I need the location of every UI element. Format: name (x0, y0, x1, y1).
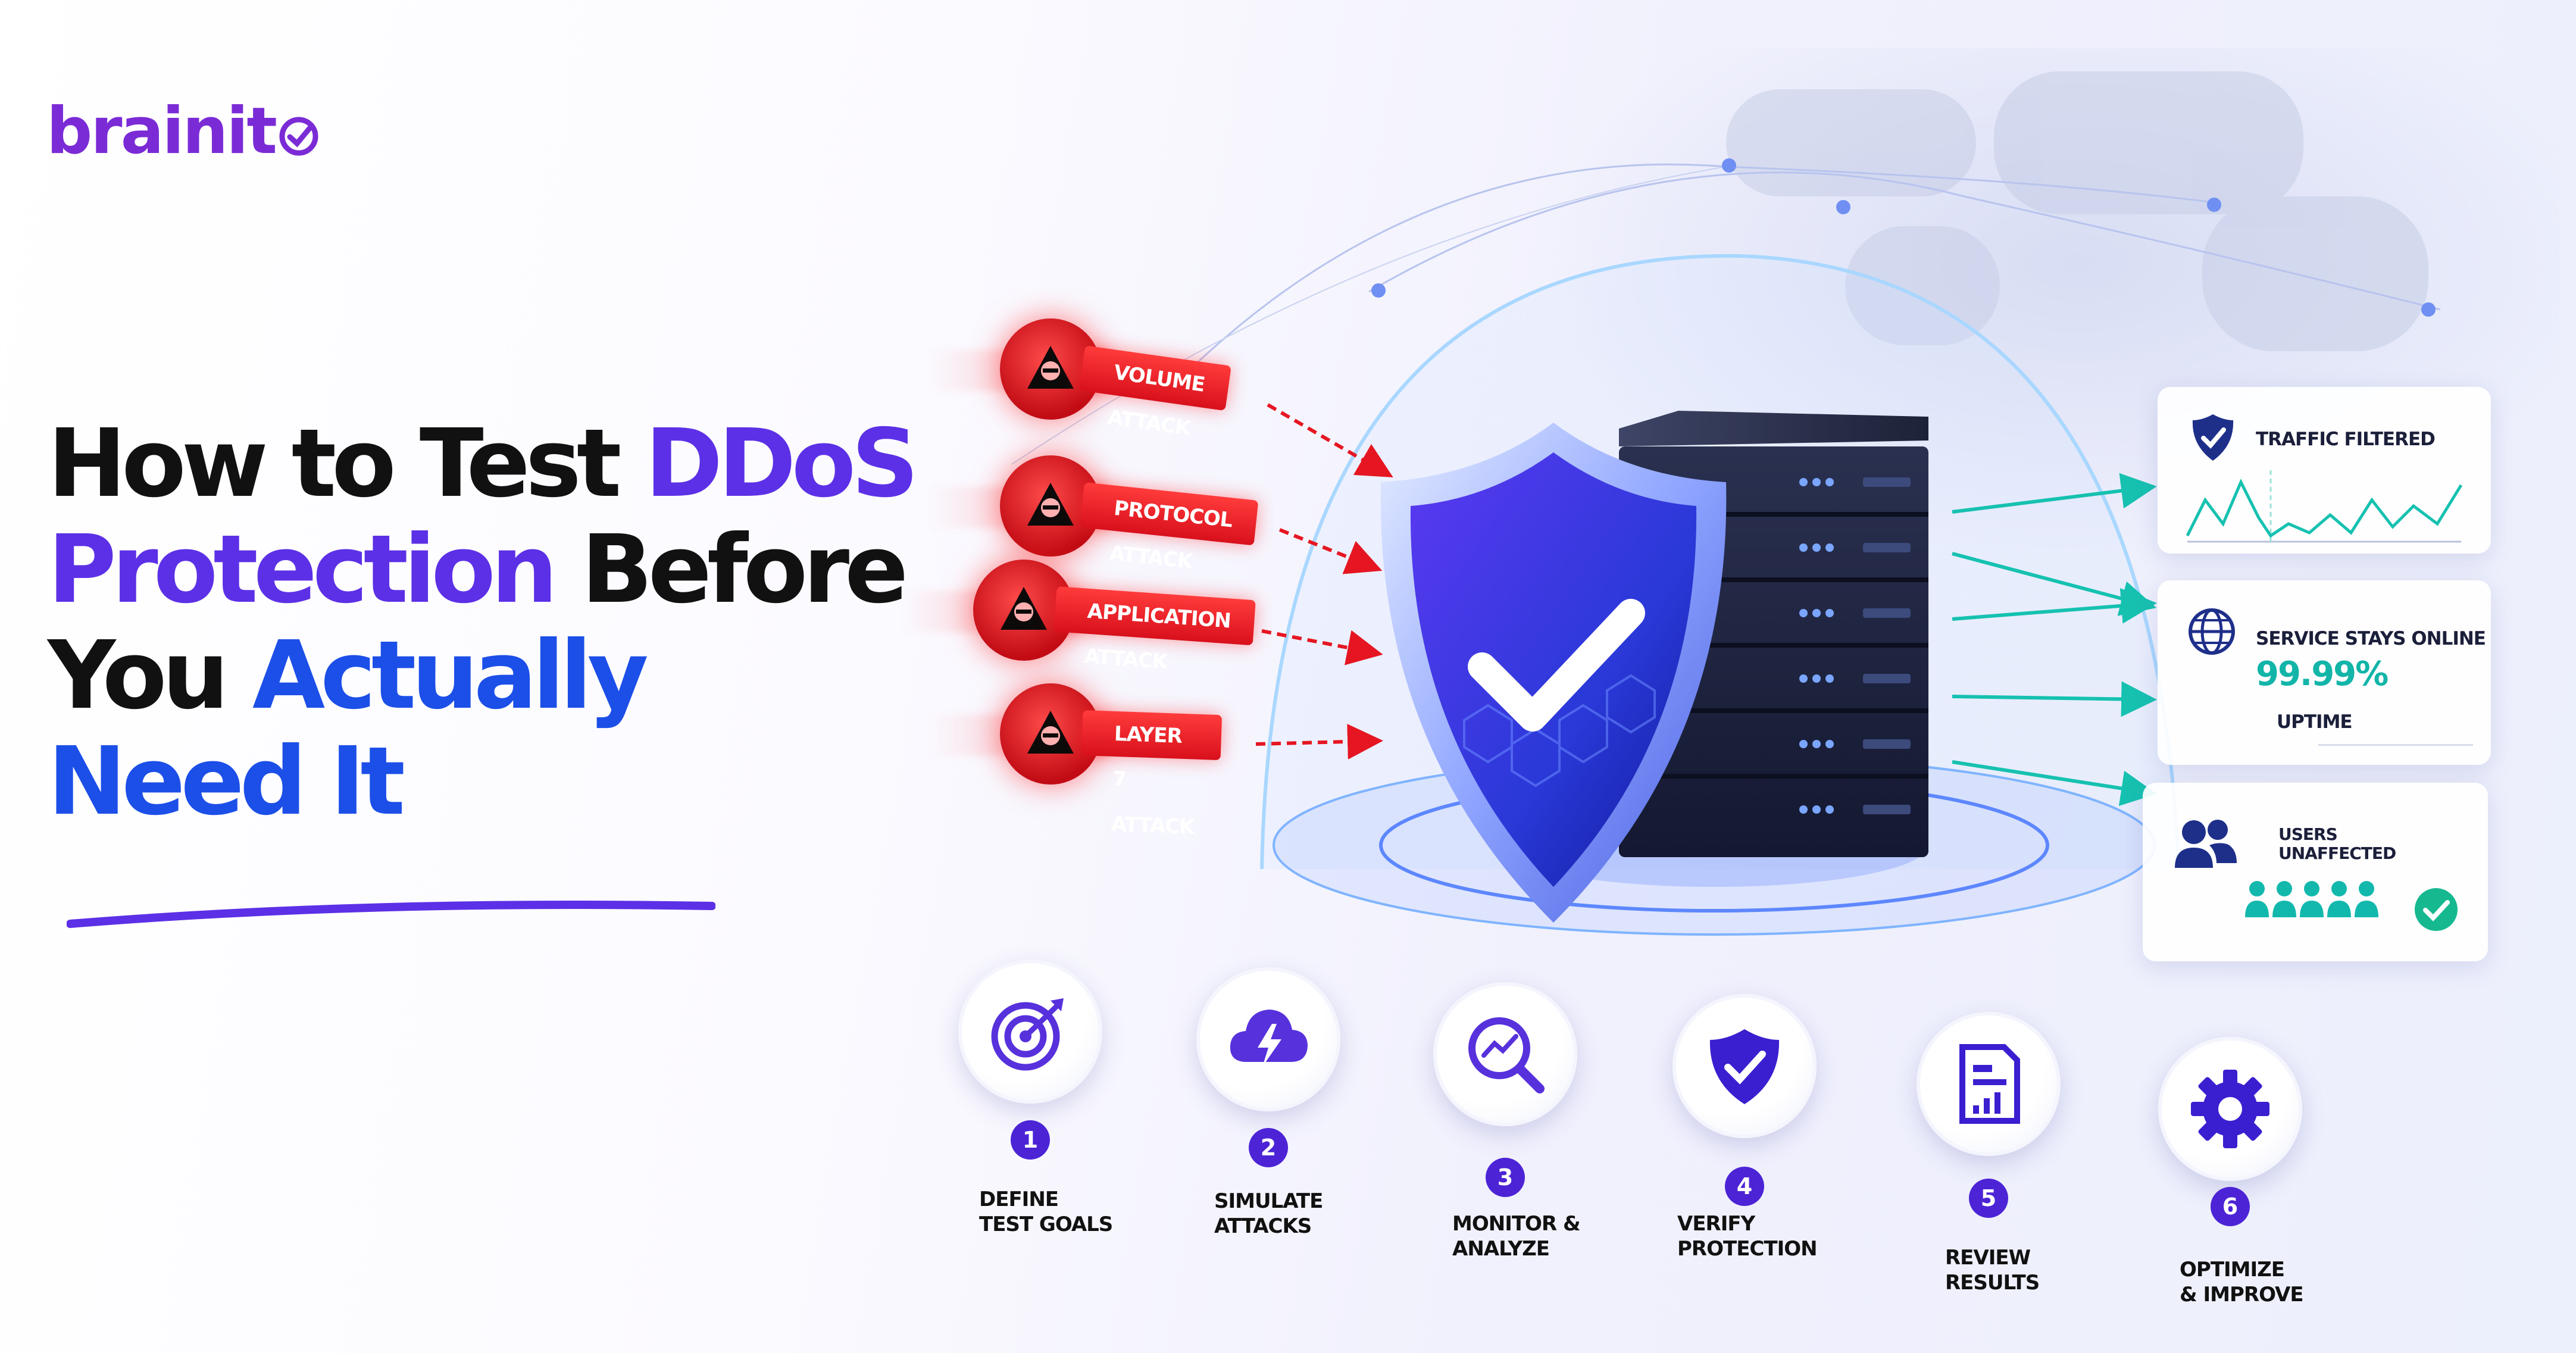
title-text: You (48, 621, 252, 730)
title-line-3: You Actually (48, 623, 940, 729)
traffic-filtered-card: TRAFFIC FILTERED (2158, 387, 2491, 554)
uptime-label: UPTIME (2277, 711, 2353, 733)
service-online-card: SERVICE STAYS ONLINE 99.99% UPTIME (2158, 580, 2491, 765)
card-title: TRAFFIC FILTERED (2256, 429, 2436, 450)
step-number: 5 (1969, 1179, 2008, 1218)
check-circle-icon (2415, 888, 2458, 931)
uptime-value: 99.99% (2256, 655, 2389, 693)
step-number: 1 (1011, 1120, 1050, 1160)
step-number: 2 (1249, 1128, 1288, 1167)
card-title: UNAFFECTED (2278, 843, 2396, 863)
title-text: How to Test (48, 409, 645, 518)
step-number: 3 (1486, 1158, 1525, 1197)
card-divider (2318, 744, 2473, 746)
shield-check-icon (1380, 423, 1727, 923)
report-icon (1959, 1044, 2020, 1124)
card-title: USERS (2278, 824, 2338, 844)
shield-check-icon (2192, 414, 2234, 461)
traffic-sparkline (2186, 470, 2463, 543)
hacker-icon (1000, 683, 1101, 785)
globe-icon (2189, 608, 2235, 655)
title-accent: DDoS (645, 409, 919, 518)
card-title: SERVICE STAYS ONLINE (2256, 628, 2486, 649)
title-accent: Actually (252, 621, 649, 730)
step-number: 4 (1725, 1167, 1764, 1206)
user-avatars-row (2245, 881, 2378, 917)
logo-check-icon (278, 98, 320, 173)
step-label: OPTIMIZE & IMPROVE (2180, 1258, 2304, 1307)
step-label: DEFINE TEST GOALS (979, 1188, 1113, 1236)
title-accent: Need It (48, 727, 405, 836)
title-text: Before (553, 515, 908, 624)
cloud-lightning-icon (1230, 1010, 1308, 1067)
gear-icon (2191, 1070, 2269, 1148)
page-title: How to Test DDoS Protection Before You A… (48, 411, 940, 835)
title-line-4: Need It (48, 729, 940, 835)
hacker-icon (1000, 318, 1101, 420)
step-disc (1917, 1012, 2061, 1156)
users-unaffected-card: USERS UNAFFECTED (2143, 783, 2488, 961)
magnifier-chart-icon (1468, 1017, 1545, 1093)
step-disc (1196, 967, 1340, 1111)
users-icon (2175, 820, 2237, 868)
step-disc (1433, 982, 1577, 1126)
step-disc (958, 960, 1102, 1104)
step-label: MONITOR & ANALYZE (1452, 1212, 1581, 1261)
step-disc (2158, 1037, 2302, 1181)
step-label: SIMULATE ATTACKS (1214, 1189, 1323, 1238)
step-number: 6 (2211, 1187, 2250, 1226)
target-icon (991, 998, 1064, 1071)
title-accent: Protection (48, 515, 558, 624)
title-underline (67, 901, 715, 928)
step-disc (1672, 994, 1817, 1138)
shield-check-icon (1709, 1029, 1780, 1104)
title-line-2: Protection Before (48, 517, 940, 623)
brainit-logo[interactable]: brainit (46, 94, 320, 173)
step-label: REVIEW RESULTS (1945, 1246, 2040, 1295)
title-line-1: How to Test DDoS (48, 411, 940, 517)
step-label: VERIFY PROTECTION (1677, 1212, 1818, 1261)
